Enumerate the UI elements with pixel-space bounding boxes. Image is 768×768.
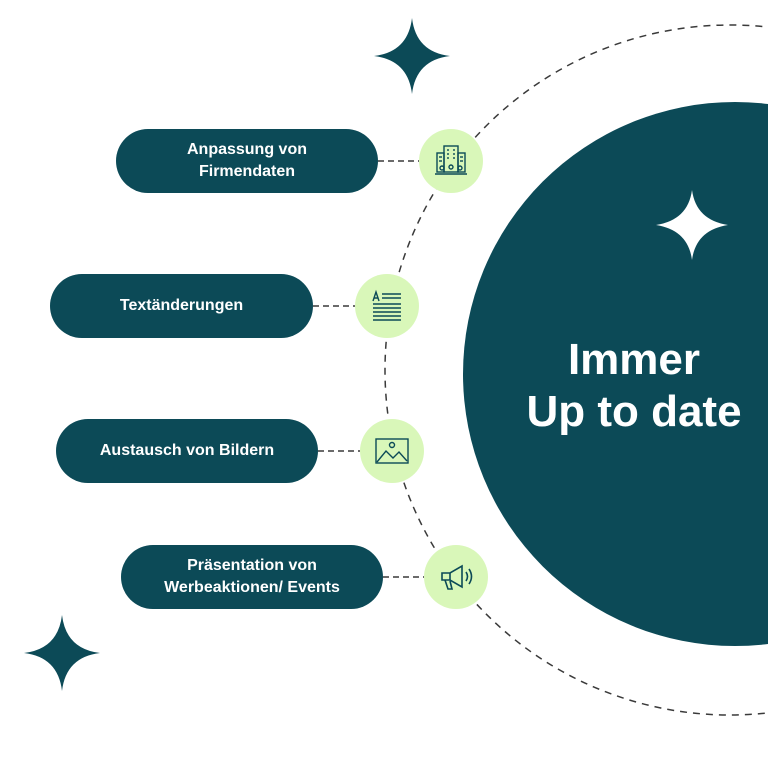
item-4-line1: Präsentation von (187, 557, 317, 574)
icon-circle-2 (355, 274, 419, 338)
icon-circle-3 (360, 419, 424, 483)
item-4-line2: Werbeaktionen/ Events (164, 579, 340, 596)
sparkle-top-icon (374, 18, 450, 94)
item-2-line1: Textänderungen (119, 297, 244, 314)
item-pill-2: Textänderungen (50, 274, 313, 338)
main-title-line1: Immer (567, 335, 701, 384)
main-title-line2: Up to date (526, 387, 742, 436)
image-icon (375, 438, 409, 464)
main-title: Immer Up to date (500, 334, 768, 438)
item-3-line1: Austausch von Bildern (99, 442, 275, 459)
item-pill-1: Anpassung von Firmendaten (116, 129, 378, 193)
item-1-line2: Firmendaten (198, 163, 295, 180)
text-document-icon (372, 289, 401, 321)
dashed-orbit (384, 24, 768, 716)
item-pill-3: Austausch von Bildern (56, 419, 318, 483)
icon-circle-4 (424, 545, 488, 609)
megaphone-icon (441, 564, 473, 590)
item-pill-4: Präsentation von Werbeaktionen/ Events (121, 545, 383, 609)
sparkle-white-icon (656, 190, 728, 260)
office-building-icon (435, 145, 467, 175)
icon-circle-1 (419, 129, 483, 193)
item-1-line1: Anpassung von (186, 141, 307, 158)
sparkle-bottom-icon (24, 615, 100, 691)
